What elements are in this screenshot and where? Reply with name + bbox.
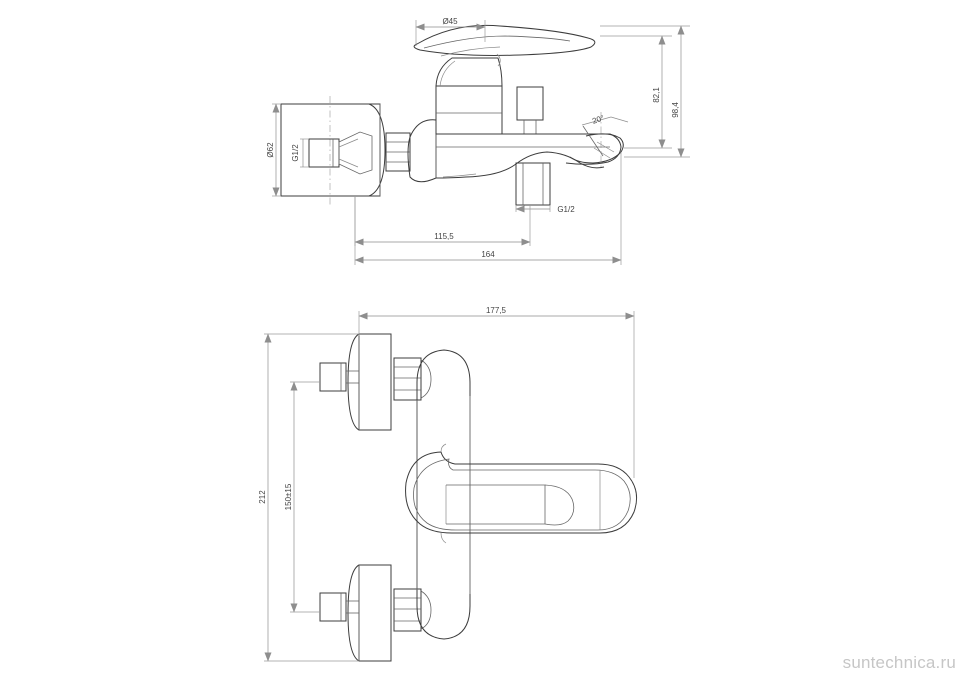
spout-body: [435, 133, 622, 179]
front-inlet-connector-lower: [319, 592, 359, 622]
side-elevation-view: Ø45 82,1 98,4 Ø62: [266, 17, 690, 265]
dimension-label-height-212: 212: [258, 490, 267, 504]
dimension-label-height-98-4: 98,4: [671, 102, 680, 118]
dimension-label-thread-inlet: G1/2: [291, 144, 300, 162]
wall-escutcheon: [280, 103, 386, 197]
dimension-depth-164: 164: [354, 152, 622, 265]
dimension-label-diameter-62: Ø62: [266, 142, 275, 158]
dimension-height-82-1: 82,1: [600, 35, 672, 149]
dimension-label-depth-164: 164: [481, 250, 495, 259]
dimension-diameter-62: Ø62: [266, 103, 281, 197]
front-escutcheon-upper: [347, 333, 392, 431]
front-body-handle-blend: [440, 443, 447, 544]
dimension-diameter-45: Ø45: [415, 17, 486, 46]
dimension-height-212: 212: [258, 333, 359, 662]
front-elevation-view: 177,5 212 150±15: [258, 306, 638, 662]
front-inlet-connector-upper: [319, 362, 359, 392]
dimension-label-diameter-45: Ø45: [442, 17, 458, 26]
diverter-knob: [516, 86, 544, 134]
union-nut: [385, 132, 411, 172]
dimension-centers-150: 150±15: [284, 381, 320, 613]
dimension-thread-inlet: G1/2: [291, 138, 309, 168]
front-union-nut-upper: [393, 357, 432, 401]
dimension-depth-115-5: 115,5: [354, 196, 531, 246]
dimension-label-width-177-5: 177,5: [486, 306, 507, 315]
site-watermark: suntechnica.ru: [842, 653, 956, 672]
dimension-label-angle-20: 20°: [591, 113, 605, 125]
front-mixer-body: [416, 349, 471, 640]
mixer-body: [407, 24, 596, 183]
bottom-outlet-connection: [515, 162, 551, 206]
inlet-connector: [308, 131, 373, 175]
dimension-width-177-5: 177,5: [358, 306, 635, 478]
dimension-thread-outlet: G1/2: [515, 205, 575, 214]
front-union-nut-lower: [393, 588, 432, 632]
dimension-height-98-4: 98,4: [600, 25, 690, 158]
dimension-label-centers-150: 150±15: [284, 483, 293, 510]
dimension-label-thread-outlet: G1/2: [557, 205, 575, 214]
dimension-label-depth-115-5: 115,5: [434, 232, 454, 241]
dimension-angle-20: 20°: [581, 113, 629, 126]
front-lever-handle: [405, 451, 638, 534]
dimension-label-height-82-1: 82,1: [652, 87, 661, 103]
